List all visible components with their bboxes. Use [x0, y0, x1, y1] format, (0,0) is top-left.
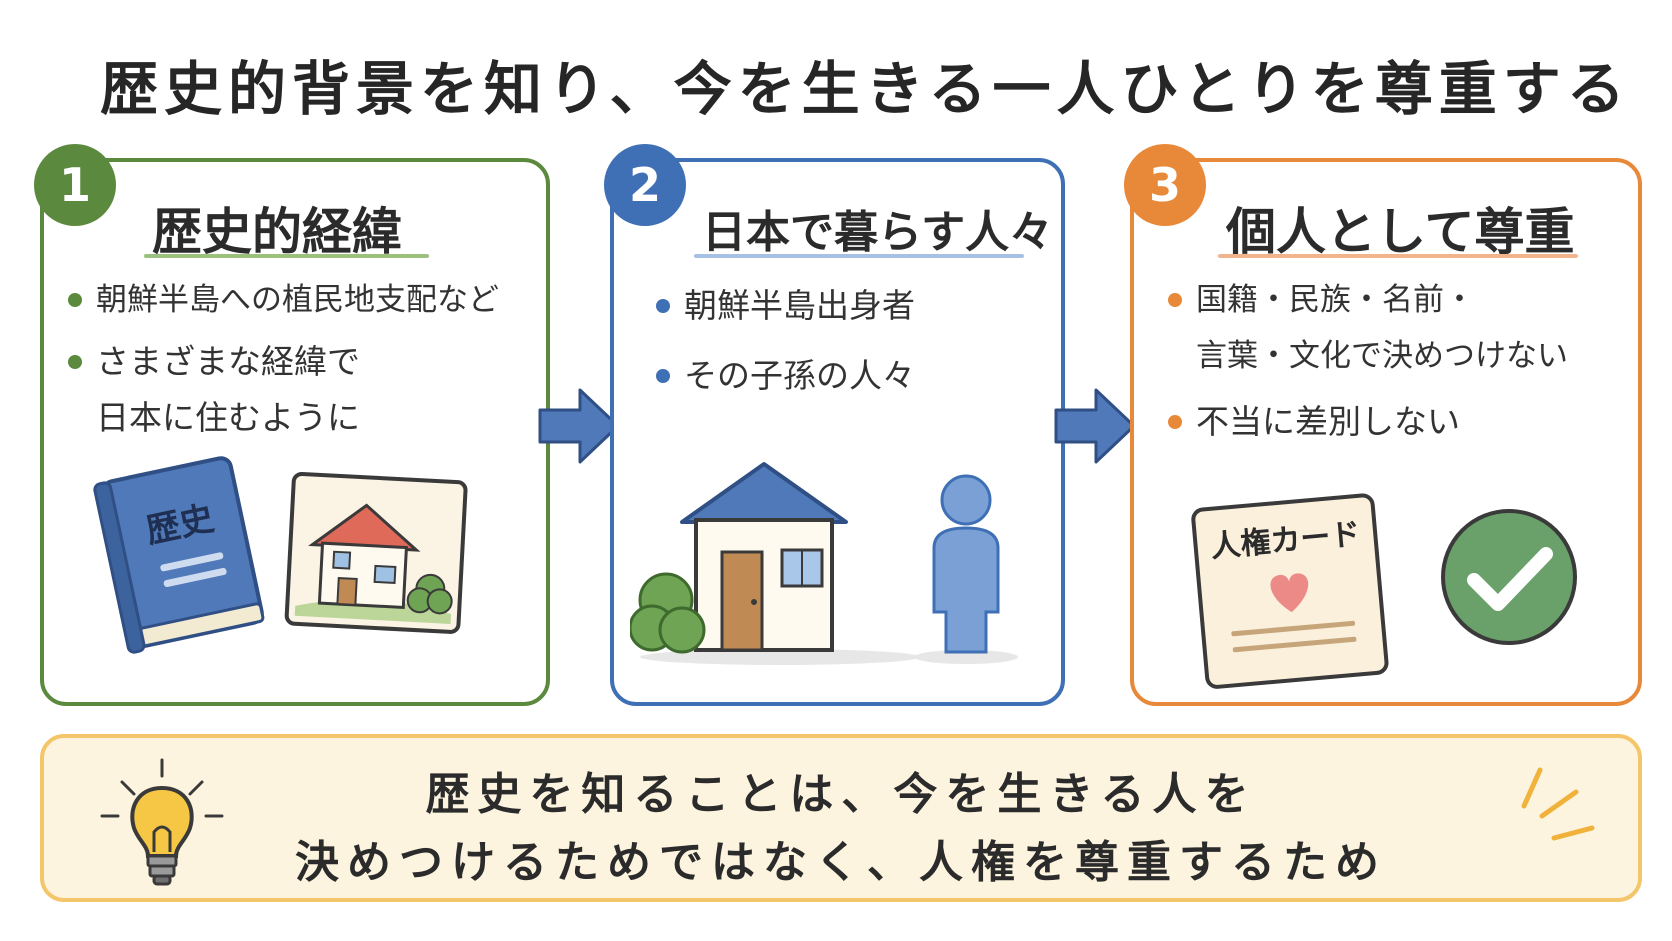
panel-3-bullet-1: 国籍・民族・名前・	[1196, 282, 1475, 318]
bullet-dot	[68, 355, 82, 369]
sparkle-lines-icon	[1521, 767, 1595, 841]
panel-3-underline	[1218, 254, 1578, 258]
key-message-line-2: 決めつけるためではなく、人権を尊重するため	[295, 837, 1387, 888]
panel-1-underline	[144, 254, 429, 258]
key-message-line-1: 歴史を知ることは、今を生きる人を	[425, 769, 1257, 820]
key-message-box: 歴史を知ることは、今を生きる人を 決めつけるためではなく、人権を尊重するため	[40, 734, 1642, 902]
panel-2-heading: 日本で暮らす人々	[702, 207, 1054, 258]
main-title: 歴史的背景を知り、今を生きる一人ひとりを尊重する	[100, 55, 1631, 123]
bullet-dot	[1168, 293, 1182, 307]
home-and-person-icon	[630, 462, 1018, 665]
step-badge-2: 2	[604, 144, 686, 226]
panel-1-bullet-1: 朝鮮半島への植民地支配など	[96, 282, 499, 318]
panel-people-living-in-japan: 2 日本で暮らす人々 朝鮮半島出身者 その子孫の人々	[604, 144, 1065, 706]
flow-arrow-2-icon	[1054, 388, 1136, 464]
bullet-dot	[656, 299, 670, 313]
panel-2-bullet-2: その子孫の人々	[684, 356, 915, 395]
flow-arrow-1-icon	[538, 388, 620, 464]
panel-1-heading: 歴史的経緯	[152, 203, 402, 261]
house-picture-icon	[284, 471, 468, 634]
history-book-icon: 歴史	[93, 456, 265, 654]
panel-3-bullet-2: 不当に差別しない	[1196, 402, 1460, 441]
bullet-dot	[68, 293, 82, 307]
panel-respect-as-individual: 3 個人として尊重 国籍・民族・名前・ 言葉・文化で決めつけない 不当に差別しな…	[1124, 144, 1642, 706]
human-rights-card-icon: 人権カード	[1191, 493, 1389, 689]
panel-2-bullet-1: 朝鮮半島出身者	[684, 286, 915, 325]
panel-3-bullet-1-cont: 言葉・文化で決めつけない	[1196, 338, 1568, 374]
bullet-dot	[1168, 415, 1182, 429]
panel-2-underline	[694, 254, 1024, 258]
check-mark-icon	[1441, 509, 1577, 645]
light-bulb-icon	[100, 758, 224, 886]
panel-1-bullet-2-cont: 日本に住むように	[96, 398, 360, 437]
step-badge-3: 3	[1124, 144, 1206, 226]
panel-historical-background: 1 歴史的経緯 朝鮮半島への植民地支配など さまざまな経緯で 日本に住むように …	[34, 144, 550, 706]
panel-1-bullet-2: さまざまな経緯で	[96, 342, 360, 381]
step-badge-1: 1	[34, 144, 116, 226]
bullet-dot	[656, 369, 670, 383]
panel-3-heading: 個人として尊重	[1226, 203, 1575, 261]
